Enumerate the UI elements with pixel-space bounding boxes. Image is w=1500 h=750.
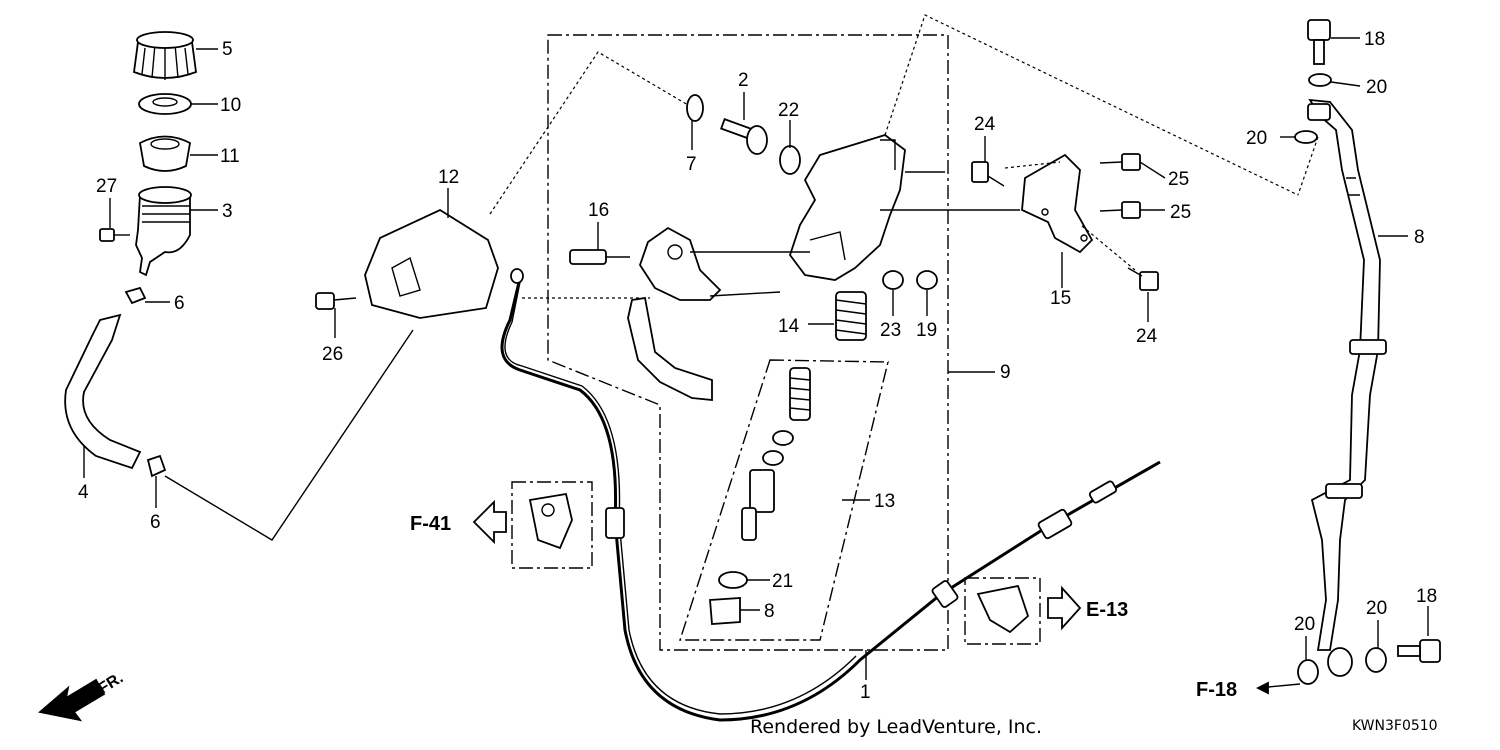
clip-part-6-lower <box>146 454 167 478</box>
washer-part-20-d <box>1365 647 1387 673</box>
cap-part-5 <box>133 31 197 80</box>
label-part-2: 2 <box>738 70 749 91</box>
washer-part-20-c <box>1297 659 1319 685</box>
cable-part-1 <box>500 268 1161 722</box>
bolt-part-24-upper <box>971 161 1005 187</box>
label-part-6-lower: 6 <box>150 512 161 533</box>
bolt-part-24-lower <box>1127 267 1159 291</box>
washer-part-7 <box>686 94 704 122</box>
front-direction-icon <box>38 678 106 722</box>
pin-part-17 <box>569 249 630 265</box>
bolt-part-26 <box>315 292 357 310</box>
clamp-f41 <box>528 492 573 550</box>
label-part-18-lower: 18 <box>1416 586 1437 607</box>
bolt-part-2 <box>720 118 768 155</box>
diaphragm-plate-part-11 <box>138 93 192 115</box>
label-part-25-upper: 25 <box>1168 169 1189 190</box>
lever-part-17-mount <box>639 226 722 301</box>
label-part-9: 8 <box>764 601 775 622</box>
label-part-20-b: 20 <box>1246 128 1267 149</box>
diaphragm-part-12 <box>139 135 191 172</box>
arrow-e13 <box>1047 585 1082 631</box>
reservoir-part-3 <box>135 186 192 277</box>
label-part-13-text: 13 <box>874 491 895 512</box>
label-part-20-a: 20 <box>1366 77 1387 98</box>
nut-part-23 <box>882 270 904 290</box>
label-part-22: 22 <box>778 100 799 121</box>
label-part-8-text: 8 <box>1414 227 1425 248</box>
screw-part-27 <box>99 228 130 242</box>
label-part-17: 16 <box>588 200 609 221</box>
label-part-6-upper: 6 <box>174 293 185 314</box>
label-part-19: 19 <box>916 320 937 341</box>
ref-label-f41: F-41 <box>410 513 451 535</box>
label-part-1: 1 <box>860 682 871 703</box>
rendered-by-footer: Rendered by LeadVenture, Inc. <box>750 716 1042 738</box>
label-part-4: 4 <box>78 482 89 503</box>
bolt-part-18-upper <box>1307 19 1331 65</box>
assembly-10-outline <box>547 34 949 651</box>
label-part-15: 14 <box>778 316 800 337</box>
diagram-code: KWN3F0510 <box>1352 718 1438 734</box>
label-part-27: 27 <box>96 176 117 197</box>
label-part-24-upper: 24 <box>974 114 996 135</box>
label-part-21: 21 <box>772 571 793 592</box>
boot-part-9 <box>709 597 741 625</box>
ref-box-f41 <box>511 481 593 569</box>
bolt-part-25-lower <box>1099 201 1141 219</box>
label-part-26: 26 <box>322 344 343 365</box>
bolt-part-25-upper <box>1099 153 1141 171</box>
clamp-e13 <box>976 584 1030 634</box>
label-part-23: 23 <box>880 320 901 341</box>
bracket-part-16 <box>1021 153 1094 254</box>
nut-part-19 <box>916 270 938 290</box>
clip-part-6-upper <box>124 286 147 305</box>
label-part-16: 15 <box>1050 288 1071 309</box>
seal-part-22 <box>779 145 801 175</box>
cover-part-14 <box>364 208 499 319</box>
label-part-20-c: 20 <box>1294 614 1315 635</box>
assembly-13-outline <box>679 359 889 641</box>
label-part-7: 7 <box>686 154 697 175</box>
piston-set-part-13 <box>741 367 811 541</box>
cylinder-body <box>788 134 906 281</box>
label-part-5: 5 <box>222 39 233 60</box>
banjo-lower <box>1327 647 1353 677</box>
washer-part-20-a <box>1308 73 1332 87</box>
ref-label-e13: E-13 <box>1086 599 1128 621</box>
label-part-10: 9 <box>1000 362 1011 383</box>
label-part-12: 11 <box>220 146 240 167</box>
label-part-3: 3 <box>222 201 233 222</box>
label-part-20-d: 20 <box>1366 598 1387 619</box>
ref-box-e13 <box>964 577 1041 645</box>
arrow-f41 <box>472 499 507 545</box>
ref-label-f18: F-18 <box>1196 679 1237 701</box>
spring-part-15 <box>835 291 867 341</box>
label-part-24-lower: 24 <box>1136 326 1158 347</box>
rod-bracket <box>627 296 713 401</box>
label-part-25-lower: 25 <box>1170 202 1191 223</box>
bolt-part-18-lower <box>1397 639 1441 663</box>
hose-part-8 <box>1307 98 1387 651</box>
label-part-18-upper: 18 <box>1364 29 1385 50</box>
hose-part-4 <box>64 313 142 470</box>
washer-part-20-b <box>1294 130 1318 144</box>
label-part-11: 10 <box>220 95 241 116</box>
label-part-14: 12 <box>438 167 459 188</box>
seal-part-21 <box>718 571 748 589</box>
